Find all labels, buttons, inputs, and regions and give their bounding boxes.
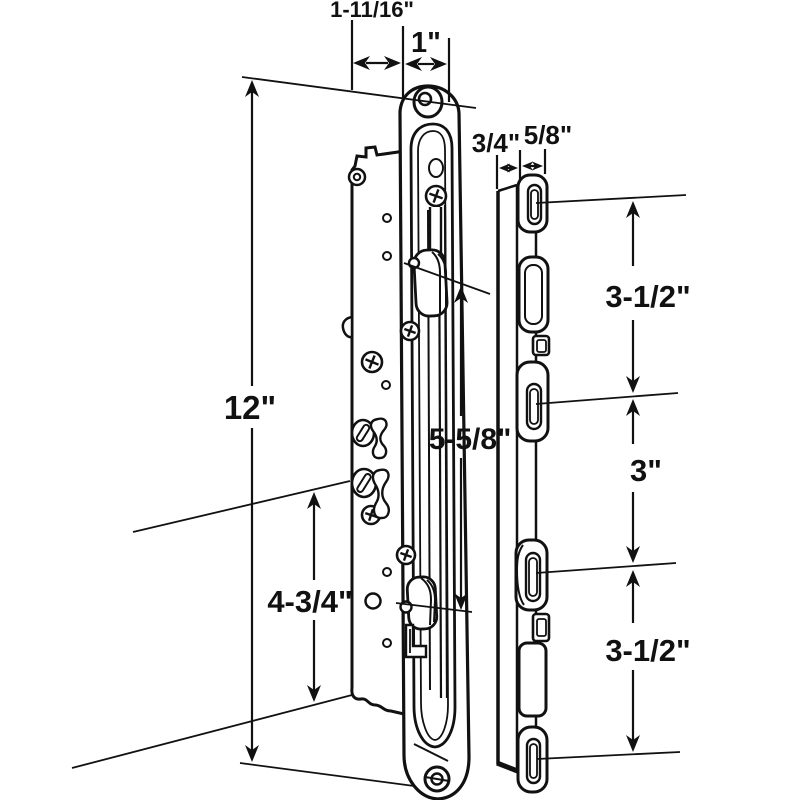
- top-hook-bolt: [407, 207, 449, 318]
- dim-label-keeper-face-width: 5/8": [524, 120, 572, 150]
- keeper-slot-tab: [516, 173, 549, 234]
- dim-label-keeper-spacing-top: 3-1/2": [605, 279, 690, 314]
- dim-4-3-4in: [307, 492, 321, 702]
- phillips-screw: [395, 544, 417, 566]
- rivet: [382, 251, 392, 261]
- keeper-slot-tab: [514, 538, 549, 612]
- keeper-panel: [517, 641, 548, 718]
- dim-5-5-8in: [454, 286, 468, 610]
- mortise-lock-case: [341, 145, 406, 716]
- keeper-emboss: [517, 255, 550, 334]
- dim-label-flange-width: 1-11/16": [330, 0, 414, 22]
- case-side-tab: [341, 315, 354, 339]
- dim-12in: [245, 80, 259, 762]
- dim-label-keeper-spacing-bottom: 3-1/2": [605, 633, 690, 668]
- rivet: [381, 380, 391, 390]
- rivet: [382, 638, 392, 648]
- actuator-lever: [369, 417, 388, 460]
- dim-3-1-2in-bottom: [626, 570, 640, 752]
- bottom-screw: [423, 765, 451, 793]
- faceplate: [395, 84, 471, 800]
- keeper-square-tab: [531, 612, 551, 643]
- dimension-lines: [245, 20, 640, 762]
- rivet: [382, 567, 392, 577]
- case-hole: [364, 592, 382, 610]
- keeper-square-tab: [531, 334, 551, 357]
- keeper-slot-tab: [515, 360, 550, 443]
- phillips-screw: [360, 350, 384, 374]
- case-corner-screw: [347, 167, 367, 187]
- dim-label-faceplate-length: 12": [224, 389, 276, 426]
- dim-label-hook-spacing: 5-5/8": [429, 423, 512, 456]
- latch-step: [404, 623, 428, 659]
- dim-label-lower-section: 4-3/4": [267, 584, 352, 619]
- phillips-screw: [399, 320, 421, 342]
- dim-3in: [626, 399, 640, 563]
- actuator-lever: [371, 468, 390, 520]
- dim-label-faceplate-width: 1": [411, 27, 441, 59]
- keeper-strip: [496, 173, 551, 794]
- mech-detail: [428, 158, 444, 178]
- dim-label-keeper-side-depth: 3/4": [472, 128, 520, 158]
- leader-lines: [241, 76, 687, 760]
- dim-3-1-2in-top: [626, 201, 640, 393]
- faceplate-channel: [409, 122, 457, 749]
- faceplate-channel-inner: [417, 130, 449, 741]
- rivet: [382, 213, 392, 223]
- phillips-screw: [424, 184, 448, 208]
- dim-label-keeper-spacing-middle: 3": [630, 453, 662, 488]
- cam-slot-screw: [350, 467, 378, 499]
- keeper-slot-tab: [516, 725, 549, 794]
- dimension-labels: 1-11/16" 1" 3/4" 5/8" 12" 4-3/4" 5-5/8" …: [224, 0, 691, 668]
